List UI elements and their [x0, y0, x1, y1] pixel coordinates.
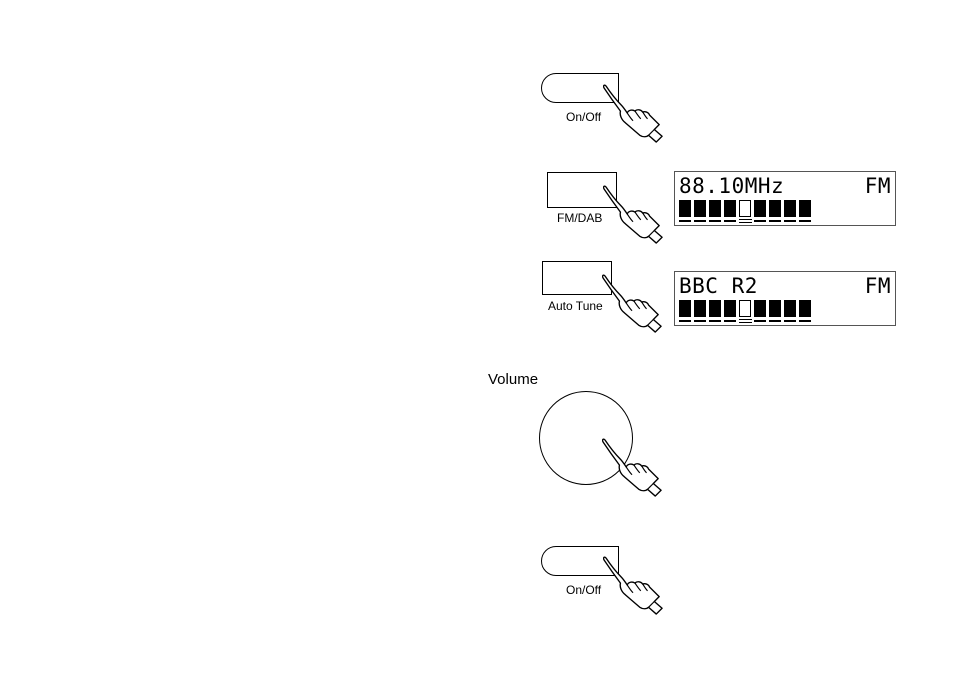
tuning-segment [799, 300, 811, 317]
tuning-bar-graph [679, 300, 811, 317]
lcd-band-text: FM [865, 175, 891, 197]
pointing-hand-icon [602, 274, 664, 334]
tuning-segment-current [739, 300, 751, 317]
pointing-hand-icon [603, 84, 665, 144]
tuning-segment [799, 200, 811, 217]
lcd-station-text: BBC R2 [679, 275, 758, 297]
tuning-segment [724, 200, 736, 217]
tuning-segment [769, 200, 781, 217]
tuning-segment-current [739, 200, 751, 217]
pointing-hand-icon [603, 556, 665, 616]
fm-dab-label: FM/DAB [557, 211, 602, 225]
lcd-band-text: FM [865, 275, 891, 297]
tuning-segment [724, 300, 736, 317]
tuning-segment [754, 300, 766, 317]
on-off-label: On/Off [566, 583, 601, 597]
tuning-segment [784, 300, 796, 317]
tuning-segment [694, 200, 706, 217]
lcd-display-frequency: 88.10MHz FM [674, 171, 896, 226]
pointing-hand-icon [602, 438, 664, 498]
tuning-segment [679, 200, 691, 217]
pointing-hand-icon [603, 185, 665, 245]
auto-tune-label: Auto Tune [548, 299, 603, 313]
tuning-segment [754, 200, 766, 217]
tuning-segment [709, 300, 721, 317]
volume-label: Volume [488, 371, 538, 388]
tuning-segment [784, 200, 796, 217]
tuning-segment [679, 300, 691, 317]
tuning-segment [694, 300, 706, 317]
lcd-frequency-text: 88.10MHz [679, 175, 784, 197]
lcd-display-station: BBC R2 FM [674, 271, 896, 326]
tuning-bar-graph [679, 200, 811, 217]
on-off-label: On/Off [566, 110, 601, 124]
tuning-segment [769, 300, 781, 317]
tuning-segment [709, 200, 721, 217]
